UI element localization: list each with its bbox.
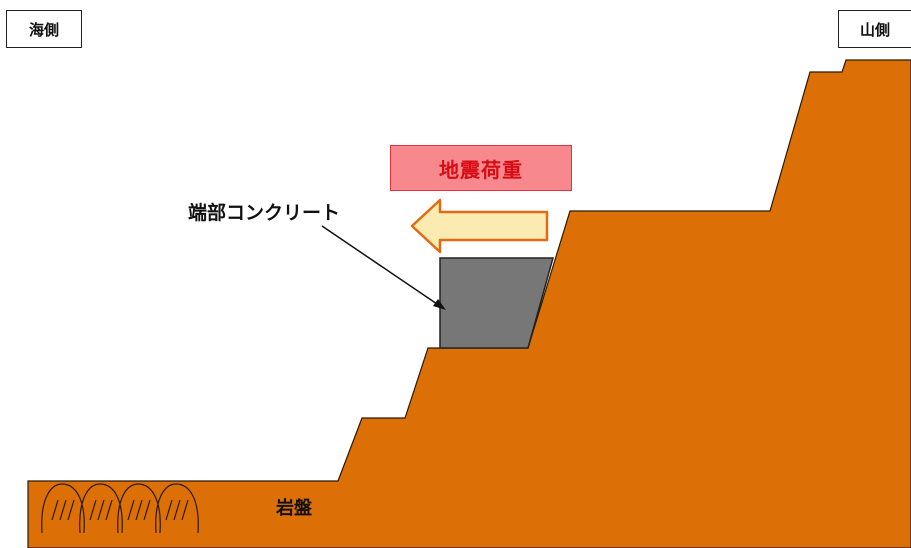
left-arrow-icon <box>410 198 549 254</box>
callout-leader-line <box>321 225 441 307</box>
callout-arrowhead <box>433 299 446 310</box>
bedrock-texture-icon <box>41 483 199 534</box>
bedrock-label: 岩盤 <box>276 498 312 519</box>
end-concrete-label: 端部コンクリート <box>188 202 341 224</box>
end-concrete-block <box>439 257 554 349</box>
ground-slope <box>27 59 911 548</box>
seismic-load-text: 地震荷重 <box>439 157 523 182</box>
sea-side-label: 海側 <box>6 10 82 48</box>
seismic-load-label: 地震荷重 <box>390 145 572 191</box>
mountain-side-label: 山側 <box>838 10 911 48</box>
